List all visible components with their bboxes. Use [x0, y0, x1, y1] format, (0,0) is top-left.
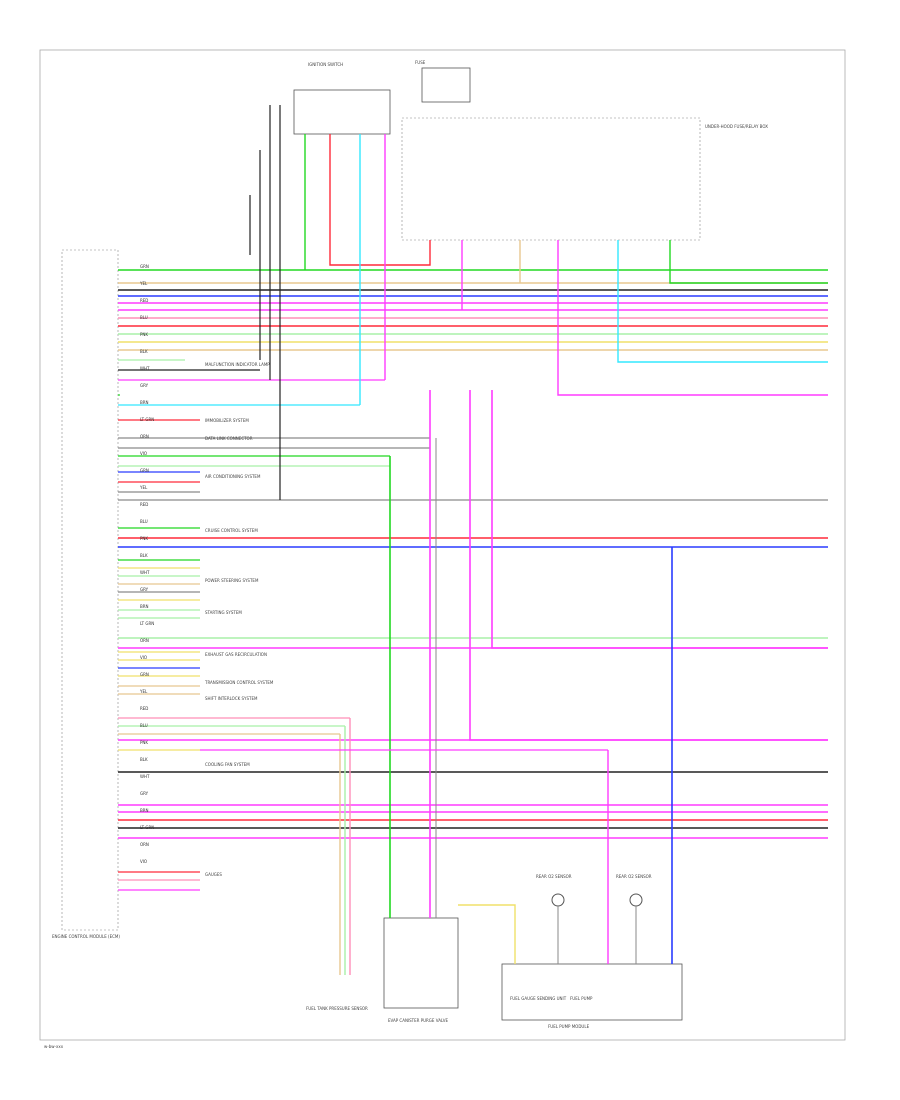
wire-code-label: LT GRN	[140, 825, 154, 830]
rear-o2-right-sensor	[629, 893, 643, 907]
wire-code-label: BLK	[140, 349, 148, 354]
wire-code-label: VIO	[140, 451, 147, 456]
system-label-2: AIR CONDITIONING SYSTEM	[205, 474, 261, 479]
underhood-label: UNDER-HOOD FUSE/RELAY BOX	[705, 124, 768, 129]
fuel-pump-module-label: FUEL PUMP MODULE	[548, 1024, 590, 1029]
wire-code-label: VIO	[140, 859, 147, 864]
rear-o2-left-label: REAR O2 SENSOR	[536, 874, 572, 879]
system-label-0: MALFUNCTION INDICATOR LAMP	[205, 362, 270, 367]
wire-code-label: PNK	[140, 536, 148, 541]
wire-code-label: WHT	[140, 570, 150, 575]
fuel-tank-pressure-label: FUEL TANK PRESSURE SENSOR	[306, 1006, 368, 1011]
diagram-border	[39, 49, 846, 1041]
wire-code-label: GRN	[140, 672, 149, 677]
system-label-11: COOLING FAN SYSTEM	[205, 762, 250, 767]
system-label-6: EXHAUST GAS RECIRCULATION	[205, 652, 267, 657]
underhood-box	[401, 117, 701, 241]
wire-code-label: BLK	[140, 757, 148, 762]
system-label-9: DATA LINK CONNECTOR	[205, 436, 253, 441]
system-label-7: TRANSMISSION CONTROL SYSTEM	[204, 680, 274, 685]
wire-code-label: BLU	[140, 519, 148, 524]
system-label-1: IMMOBILIZER SYSTEM	[205, 418, 249, 423]
fuse-cyan-vert	[617, 240, 828, 363]
system-label-4: POWER STEERING SYSTEM	[205, 578, 259, 583]
wire-code-label: PNK	[140, 332, 148, 337]
wire-code-label: LT GRN	[140, 417, 154, 422]
wire-code-label: WHT	[140, 774, 150, 779]
wire-code-label: VIO	[140, 655, 147, 660]
wire-code-label: ORN	[140, 434, 149, 439]
evap-canister-label: EVAP CANISTER PURGE VALVE	[388, 1018, 448, 1023]
wire-code-label: ORN	[140, 842, 149, 847]
fuel-pump-module-box	[501, 963, 683, 1021]
wire-code-label: RED	[140, 298, 148, 303]
system-label-group: MALFUNCTION INDICATOR LAMP IMMOBILIZER SY…	[139, 264, 274, 877]
system-label-10: SHIFT INTERLOCK SYSTEM	[205, 696, 258, 701]
rear-o2-right-label: REAR O2 SENSOR	[616, 874, 652, 879]
wire-code-label: YEL	[139, 281, 148, 286]
wire-code-label: GRN	[140, 468, 149, 473]
wire-code-label: BRN	[140, 808, 149, 813]
evap-canister-box	[383, 917, 459, 1009]
wire-code-label: GRY	[140, 587, 149, 592]
wire-code-label: BRN	[140, 400, 149, 405]
magenta-drop-3	[491, 390, 828, 649]
fuel-level-label: FUEL GAUGE SENDING UNIT	[510, 996, 567, 1001]
wire-code-label: LT GRN	[140, 621, 154, 626]
system-label-5: STARTING SYSTEM	[205, 610, 242, 615]
wire-code-label: GRY	[140, 383, 149, 388]
fuse-magenta-vert-1	[557, 240, 828, 396]
wire-code-label: PNK	[140, 740, 148, 745]
wire-code-label: WHT	[140, 366, 150, 371]
fuse-green-vert	[669, 240, 828, 284]
system-label-8: GAUGES	[205, 872, 222, 877]
yellow-evap	[458, 904, 516, 964]
wire-code-label: YEL	[139, 485, 148, 490]
fuel-pump-label: FUEL PUMP	[570, 996, 593, 1001]
wire-code-label: RED	[140, 502, 148, 507]
wire-code-label: BLU	[140, 315, 148, 320]
wire-code-label: BLU	[140, 723, 148, 728]
rear-o2-left-sensor	[551, 893, 565, 907]
wire-code-label: GRN	[140, 264, 149, 269]
ecm-label: ENGINE CONTROL MODULE (ECM)	[52, 934, 120, 939]
ecm-box	[61, 249, 119, 931]
wire-code-label: RED	[140, 706, 148, 711]
ignition-switch-box	[293, 89, 391, 135]
magenta-drop-2	[469, 390, 828, 741]
ig-red-vert	[329, 134, 431, 266]
fuse-top-label: FUSE	[415, 60, 426, 65]
fuse-top-box	[421, 67, 471, 103]
wire-code-label: YEL	[139, 689, 148, 694]
wire-code-label: GRY	[140, 791, 149, 796]
footer-code: w-bw-xxx	[44, 1044, 64, 1049]
system-label-3: CRUISE CONTROL SYSTEM	[205, 528, 258, 533]
wire-code-label: BRN	[140, 604, 149, 609]
wire-code-label: BLK	[140, 553, 148, 558]
ignition-switch-label: IGNITION SWITCH	[308, 62, 343, 67]
wire-group	[118, 105, 828, 975]
wire-code-label: ORN	[140, 638, 149, 643]
